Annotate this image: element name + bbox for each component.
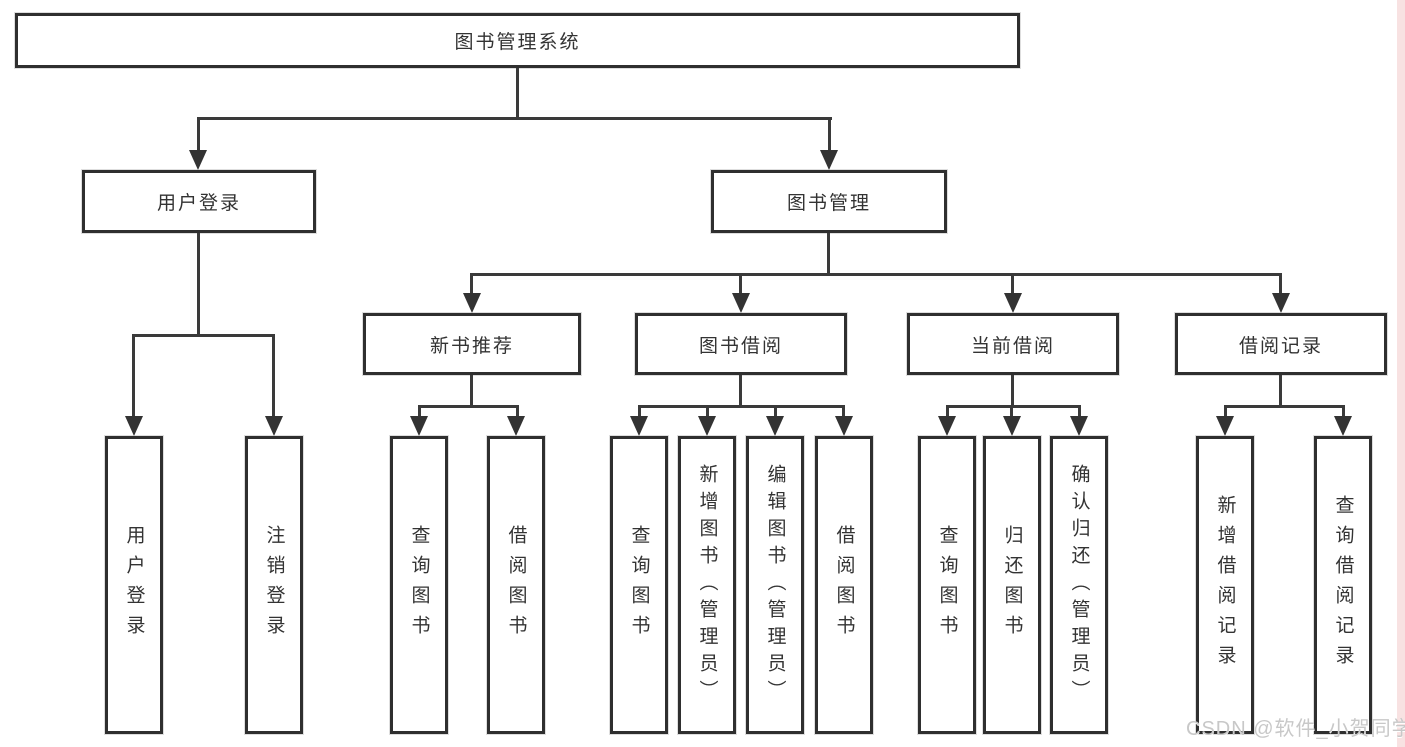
connector-current-borrow-stem: [1011, 375, 1014, 407]
node-root-label: 图书管理系统: [454, 32, 581, 53]
arrowhead-add-book: [698, 416, 716, 436]
node-leaf-query-book-current-label: 查询图书: [936, 525, 958, 645]
node-leaf-confirm-return-admin: 确认归还（管理员）: [1050, 436, 1108, 734]
arrowhead-query-record: [1334, 416, 1352, 436]
node-leaf-borrow-book-borrow-label: 借阅图书: [833, 525, 855, 645]
arrowhead-query-book-3: [938, 416, 956, 436]
node-book-borrow: 图书借阅: [635, 313, 847, 375]
connector-stem-borrow-book-2: [842, 405, 845, 417]
connector-stem-edit-book: [774, 405, 777, 417]
connector-stem-book-management: [828, 117, 831, 151]
node-leaf-query-book-recommend: 查询图书: [390, 436, 448, 734]
node-leaf-add-book-admin-label: 新增图书（管理员）: [696, 463, 718, 707]
node-leaf-return-book: 归还图书: [983, 436, 1041, 734]
connector-book-management-stem: [827, 233, 830, 275]
node-leaf-add-borrow-record-label: 新增借阅记录: [1214, 495, 1236, 675]
connector-book-borrow-stem: [739, 375, 742, 407]
node-leaf-add-book-admin: 新增图书（管理员）: [678, 436, 736, 734]
connector-level2-hline: [470, 273, 1282, 276]
node-leaf-add-borrow-record: 新增借阅记录: [1196, 436, 1254, 734]
connector-user-login-hline: [132, 334, 275, 337]
connector-root-stem: [516, 68, 519, 118]
arrowhead-user-login: [189, 150, 207, 170]
node-current-borrow-label: 当前借阅: [970, 335, 1055, 357]
node-leaf-edit-book-admin: 编辑图书（管理员）: [746, 436, 804, 734]
node-book-borrow-label: 图书借阅: [698, 335, 783, 357]
connector-stem-book-borrow: [739, 273, 742, 294]
node-leaf-logout-login-label: 注销登录: [263, 525, 285, 645]
node-leaf-query-book-recommend-label: 查询图书: [408, 525, 430, 645]
arrowhead-query-book-1: [410, 416, 428, 436]
node-leaf-borrow-book-recommend: 借阅图书: [487, 436, 545, 734]
node-leaf-query-borrow-record: 查询借阅记录: [1314, 436, 1372, 734]
arrowhead-add-record: [1216, 416, 1234, 436]
arrowhead-borrow-book-1: [507, 416, 525, 436]
node-leaf-query-book-borrow-label: 查询图书: [628, 525, 650, 645]
connector-group5-hline: [1224, 405, 1345, 408]
node-leaf-borrow-book-recommend-label: 借阅图书: [505, 525, 527, 645]
connector-group2-hline: [418, 405, 519, 408]
node-leaf-query-borrow-record-label: 查询借阅记录: [1332, 495, 1354, 675]
arrowhead-book-borrow: [732, 293, 750, 313]
connector-stem-query-record: [1342, 405, 1345, 417]
connector-user-login-stem: [197, 233, 200, 336]
arrowhead-leaf-logout: [265, 416, 283, 436]
connector-stem-confirm-return: [1078, 405, 1081, 417]
connector-stem-leaf-user-login: [132, 334, 135, 417]
node-leaf-return-book-label: 归还图书: [1001, 525, 1023, 645]
arrowhead-new-book-recommend: [463, 293, 481, 313]
node-leaf-query-book-borrow: 查询图书: [610, 436, 668, 734]
connector-borrow-record-stem: [1279, 375, 1282, 407]
node-leaf-user-login-label: 用户登录: [123, 525, 145, 645]
node-leaf-borrow-book-borrow: 借阅图书: [815, 436, 873, 734]
connector-stem-return-book: [1010, 405, 1013, 417]
connector-stem-add-book: [706, 405, 709, 417]
watermark: CSDN @软件_小贺同学: [1186, 718, 1405, 740]
node-root: 图书管理系统: [15, 13, 1020, 68]
node-leaf-logout-login: 注销登录: [245, 436, 303, 734]
node-current-borrow: 当前借阅: [907, 313, 1119, 375]
arrowhead-edit-book: [766, 416, 784, 436]
connector-stem-query-book-1: [418, 405, 421, 417]
node-borrow-record-label: 借阅记录: [1238, 335, 1323, 357]
connector-level1-hline: [197, 117, 832, 120]
node-leaf-query-book-current: 查询图书: [918, 436, 976, 734]
connector-stem-borrow-record: [1279, 273, 1282, 294]
node-new-book-recommend-label: 新书推荐: [429, 335, 514, 357]
arrowhead-leaf-user-login: [125, 416, 143, 436]
arrowhead-current-borrow: [1004, 293, 1022, 313]
connector-stem-query-book-2: [638, 405, 641, 417]
node-borrow-record: 借阅记录: [1175, 313, 1387, 375]
connector-stem-borrow-book-1: [516, 405, 519, 417]
right-edge-strip: [1397, 0, 1405, 747]
connector-stem-add-record: [1224, 405, 1227, 417]
connector-group3-hline: [638, 405, 845, 408]
connector-stem-user-login: [197, 117, 200, 151]
arrowhead-borrow-book-2: [835, 416, 853, 436]
connector-new-book-recommend-stem: [470, 375, 473, 407]
connector-stem-new-book-recommend: [470, 273, 473, 294]
node-leaf-edit-book-admin-label: 编辑图书（管理员）: [764, 463, 786, 707]
node-leaf-confirm-return-admin-label: 确认归还（管理员）: [1068, 463, 1090, 707]
arrowhead-borrow-record: [1272, 293, 1290, 313]
arrowhead-query-book-2: [630, 416, 648, 436]
node-book-management: 图书管理: [711, 170, 947, 233]
connector-stem-leaf-logout: [272, 334, 275, 417]
arrowhead-confirm-return: [1070, 416, 1088, 436]
connector-group4-hline: [946, 405, 1081, 408]
arrowhead-return-book: [1003, 416, 1021, 436]
node-user-login: 用户登录: [82, 170, 316, 233]
connector-stem-current-borrow: [1011, 273, 1014, 294]
connector-stem-query-book-3: [946, 405, 949, 417]
node-user-login-label: 用户登录: [156, 193, 241, 214]
node-book-management-label: 图书管理: [786, 193, 871, 214]
node-new-book-recommend: 新书推荐: [363, 313, 581, 375]
node-leaf-user-login: 用户登录: [105, 436, 163, 734]
arrowhead-book-management: [820, 150, 838, 170]
